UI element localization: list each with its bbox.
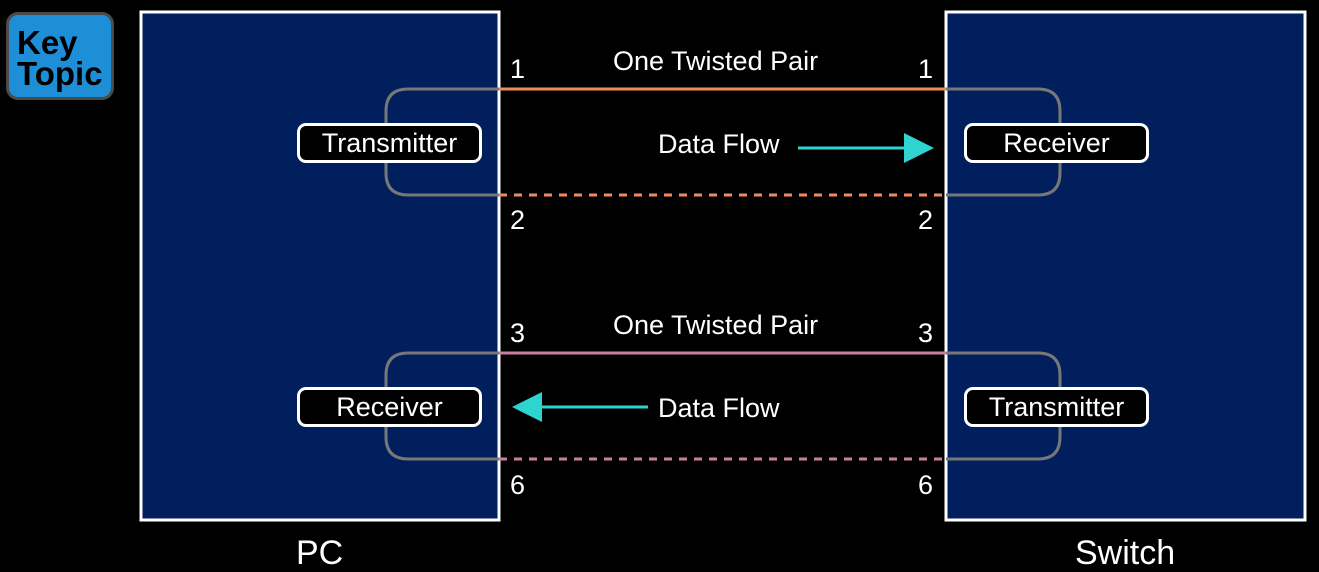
bottom-data-flow-label: Data Flow: [658, 393, 780, 423]
switch-pin-1: 1: [918, 54, 934, 84]
pc-pin-1: 1: [510, 54, 526, 84]
pc-transmitter: Transmitter: [297, 123, 482, 163]
switch-pin-6: 6: [918, 470, 934, 500]
pc-pin-6: 6: [510, 470, 526, 500]
switch-receiver: Receiver: [964, 123, 1149, 163]
pc-pin-2: 2: [510, 205, 526, 235]
pc-pin-3: 3: [510, 318, 526, 348]
switch-label: Switch: [1075, 534, 1176, 572]
switch-device-box: [944, 10, 1307, 522]
key-topic-badge: Key Topic: [6, 12, 114, 100]
switch-pin-3: 3: [918, 318, 934, 348]
pc-device-box: [139, 10, 501, 522]
key-topic-line2: Topic: [17, 55, 103, 92]
pc-receiver: Receiver: [297, 387, 482, 427]
top-pair-label: One Twisted Pair: [613, 46, 819, 76]
switch-pin-2: 2: [918, 205, 934, 235]
switch-transmitter: Transmitter: [964, 387, 1149, 427]
top-data-flow-label: Data Flow: [658, 129, 780, 159]
pc-label: PC: [296, 534, 344, 572]
bottom-pair-label: One Twisted Pair: [613, 310, 819, 340]
key-topic-line1: Key: [17, 24, 78, 61]
